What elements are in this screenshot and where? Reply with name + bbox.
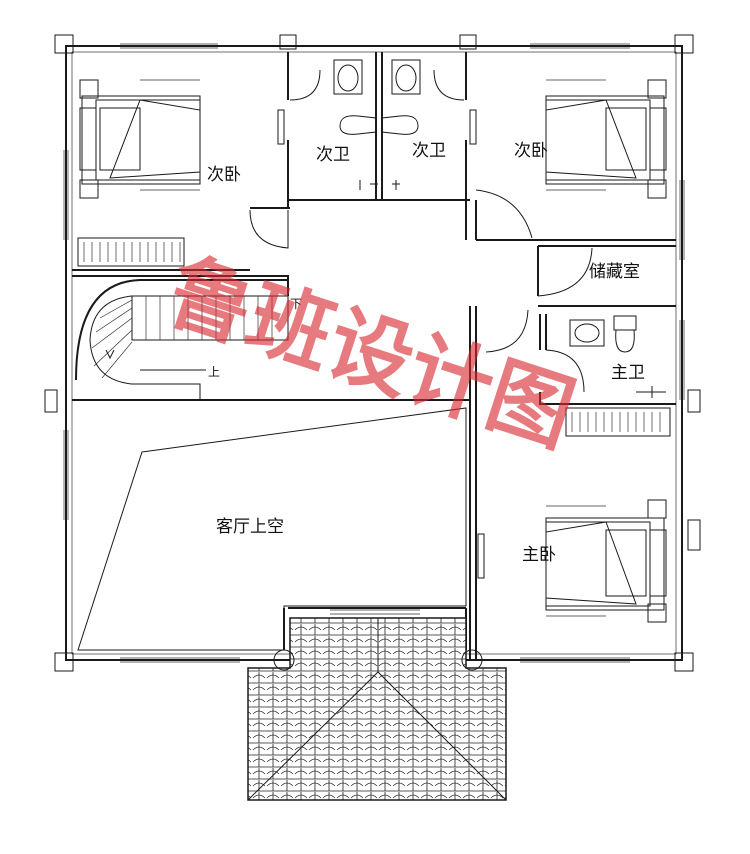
bed-left	[79, 79, 201, 199]
staircase	[75, 279, 289, 400]
interior-walls	[72, 52, 676, 660]
room-label-living-room-void: 客厅上空	[216, 517, 284, 537]
room-label-secondary-bath-right: 次卫	[412, 141, 446, 161]
room-label-master-bedroom: 主卧	[522, 545, 556, 565]
room-label-secondary-bedroom-right: 次卧	[514, 141, 548, 161]
stair-up-mark: 上	[208, 365, 220, 379]
room-label-secondary-bedroom-left: 次卧	[207, 165, 241, 185]
balcony-rail	[77, 237, 671, 437]
room-label-secondary-bath-left: 次卫	[316, 145, 350, 165]
watermark-text: 鲁班设计图	[156, 241, 586, 464]
living-room-void	[77, 407, 467, 651]
stair-down-mark: 下	[290, 297, 302, 311]
bed-right	[545, 79, 667, 199]
entrance-tile-roof	[247, 617, 507, 801]
room-label-storage-room: 储藏室	[589, 262, 640, 282]
room-label-master-bath: 主卫	[611, 363, 645, 383]
windows	[63, 43, 685, 663]
bed-master	[545, 499, 667, 623]
bath-fixtures	[333, 59, 666, 398]
